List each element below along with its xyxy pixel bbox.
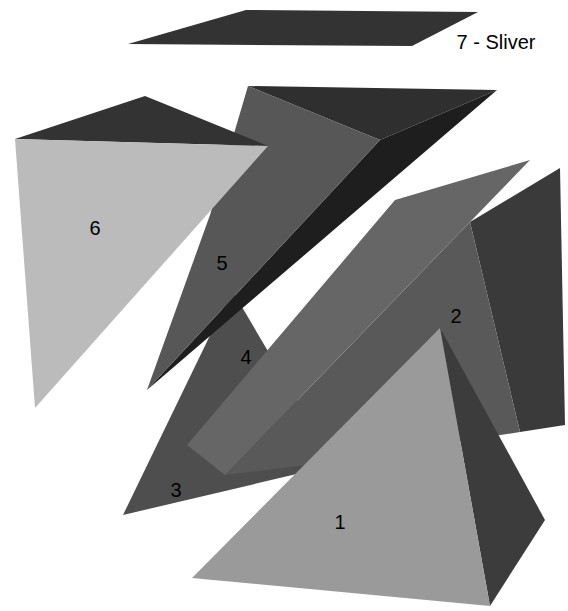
callout-number: 3 (170, 480, 181, 500)
callout-number: 4 (240, 347, 251, 367)
piece-caption: 7 - Sliver (457, 32, 536, 52)
tetra-piece-1 (192, 328, 490, 606)
sliver-piece (128, 10, 478, 46)
tetra-piece-6-top (15, 96, 268, 146)
callout-number: 2 (450, 306, 461, 326)
callout-number: 1 (334, 512, 345, 532)
callout-number: 5 (216, 253, 227, 273)
callout-number: 6 (89, 218, 100, 238)
tetra-piece-6 (15, 139, 268, 408)
